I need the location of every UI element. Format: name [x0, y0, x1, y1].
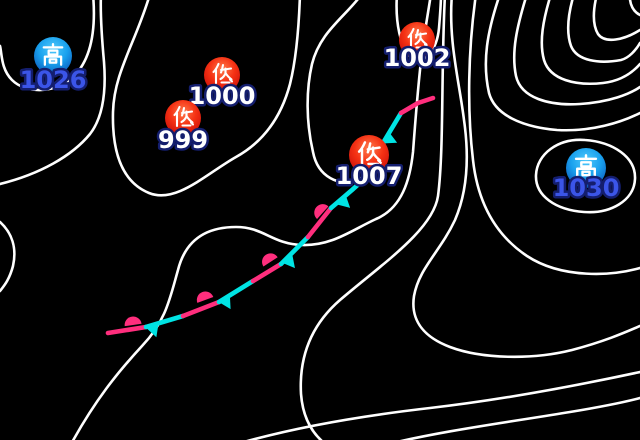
warm-front-semicircle-marker: [196, 291, 214, 303]
isobar-line: [0, 220, 16, 293]
pressure-centers-layer: 1026 1000 999 1002 1007 1030: [17, 22, 622, 205]
isobar-line: [395, 0, 443, 62]
pressure-center-high-1030: 1030: [550, 148, 622, 205]
pressure-value-label: 1026: [20, 66, 87, 94]
warm-front-segment: [250, 261, 284, 284]
warm-front-semicircle-marker: [314, 204, 329, 219]
pressure-value-label: 1030: [553, 174, 620, 202]
warm-front-semicircle-marker: [124, 316, 142, 327]
pressure-center-low-1002: 1002: [381, 22, 453, 75]
isobar-line: [566, 0, 640, 63]
isobar-line: [0, 0, 106, 186]
isobar-line: [246, 370, 640, 440]
pressure-value-label: 1000: [189, 82, 256, 110]
pressure-value-label: 999: [158, 126, 208, 154]
cold-front-triangle-marker: [335, 194, 351, 208]
low-symbol-glyph: [212, 62, 234, 85]
warm-front-segment: [305, 205, 334, 240]
low-pressure-circle: [204, 57, 240, 93]
warm-front-segment: [105, 324, 149, 336]
pressure-value-label: 1002: [384, 44, 451, 72]
isobar-line: [484, 0, 640, 132]
high-symbol-glyph: [574, 154, 598, 179]
isobar-line: [540, 0, 640, 85]
isobar-line: [111, 0, 302, 197]
pressure-center-low-999: 999: [155, 100, 211, 157]
isobar-line: [512, 0, 640, 106]
high-symbol-glyph: [42, 43, 64, 66]
isobar-line: [412, 0, 640, 359]
warm-front-semicircle-marker: [262, 253, 278, 267]
isobar-line: [0, 0, 96, 92]
low-pressure-circle: [399, 22, 435, 58]
pressure-center-low-1000: 1000: [186, 57, 258, 113]
low-pressure-circle: [165, 100, 201, 136]
pressure-center-low-1007: 1007: [333, 135, 405, 193]
pressure-value-label: 1007: [336, 162, 403, 190]
isobar-line: [306, 0, 370, 184]
cold-front-triangle-marker: [217, 295, 231, 310]
isobar-line: [399, 396, 640, 440]
warm-front-segment: [398, 95, 436, 116]
isobar-line: [592, 0, 640, 42]
low-pressure-circle: [349, 135, 389, 175]
isobar-line: [534, 138, 637, 214]
pressure-center-high-1026: 1026: [17, 37, 89, 97]
cold-front-triangle-marker: [381, 131, 398, 144]
isobar-line: [467, 0, 640, 276]
low-symbol-glyph: [407, 27, 429, 50]
isobar-line: [628, 0, 640, 17]
low-symbol-glyph: [173, 105, 195, 128]
cold-front-triangle-marker: [280, 254, 295, 269]
warm-front-segment: [180, 299, 222, 319]
isobar-line: [299, 0, 447, 440]
low-symbol-glyph: [357, 141, 382, 166]
cold-front-triangle-marker: [144, 323, 159, 338]
front-layer: [105, 95, 436, 338]
